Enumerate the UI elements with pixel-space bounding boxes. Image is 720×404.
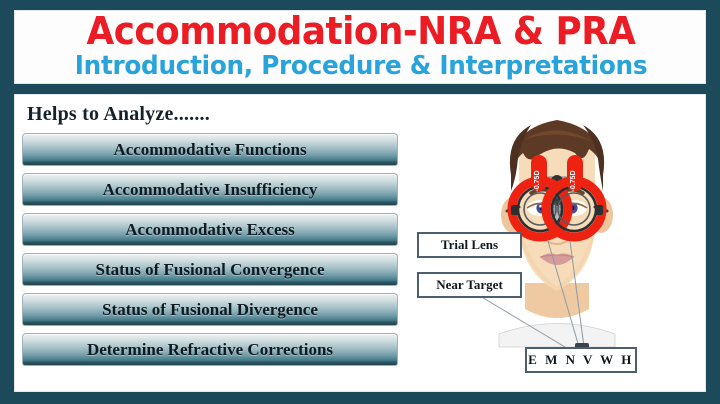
trial-lens-left: -0.75D — [507, 155, 573, 242]
list-item-label: Accommodative Excess — [125, 219, 295, 239]
page-subtitle: Introduction, Procedure & Interpretation… — [74, 51, 648, 81]
callout-near-target: Near Target — [417, 272, 522, 298]
trial-lens-right: -0.75D — [541, 155, 607, 242]
list-item-label: Accommodative Functions — [113, 139, 307, 159]
list-item[interactable]: Accommodative Excess — [22, 213, 398, 246]
content-panel: Helps to Analyze....... Accommodative Fu… — [14, 94, 706, 392]
page-title: Accommodation-NRA & PRA — [86, 10, 636, 53]
illustration-column: -0.75D -0.75D — [407, 95, 705, 391]
list-item-label: Status of Fusional Divergence — [102, 299, 318, 319]
list-item[interactable]: Determine Refractive Corrections — [22, 333, 398, 366]
topics-list: Accommodative Functions Accommodative In… — [22, 133, 404, 373]
list-item[interactable]: Status of Fusional Convergence — [22, 253, 398, 286]
list-item[interactable]: Accommodative Functions — [22, 133, 398, 166]
list-item-label: Status of Fusional Convergence — [95, 259, 325, 279]
trial-frame-illustration: -0.75D -0.75D — [464, 120, 616, 354]
callout-trial-lens: Trial Lens — [417, 232, 522, 258]
list-item[interactable]: Accommodative Insufficiency — [22, 173, 398, 206]
callout-near-chart: E M N V W H — [525, 347, 637, 373]
list-item-label: Determine Refractive Corrections — [86, 339, 334, 359]
title-card: Accommodation-NRA & PRA Introduction, Pr… — [14, 10, 706, 84]
svg-text:-0.75D: -0.75D — [534, 170, 541, 191]
svg-text:-0.75D: -0.75D — [570, 170, 577, 191]
list-item[interactable]: Status of Fusional Divergence — [22, 293, 398, 326]
list-item-label: Accommodative Insufficiency — [102, 179, 318, 199]
section-heading: Helps to Analyze....... — [27, 103, 210, 125]
topics-column: Helps to Analyze....... Accommodative Fu… — [15, 95, 407, 391]
